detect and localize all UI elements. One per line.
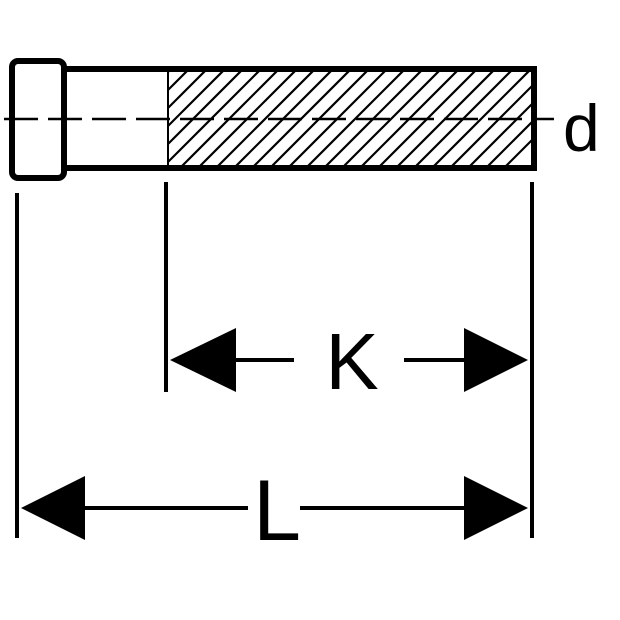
dimension-l-right-arrow — [464, 476, 528, 540]
diameter-label: d — [563, 91, 600, 165]
dimension-k-left-arrow — [170, 328, 236, 392]
dimension-l: L — [21, 463, 528, 559]
dimension-l-left-arrow — [21, 476, 85, 540]
dimension-l-label: L — [253, 463, 301, 559]
dimension-k: K — [170, 317, 528, 406]
thread-hatching — [168, 72, 534, 166]
dimension-k-right-arrow — [464, 328, 528, 392]
dimension-k-label: K — [325, 317, 378, 406]
